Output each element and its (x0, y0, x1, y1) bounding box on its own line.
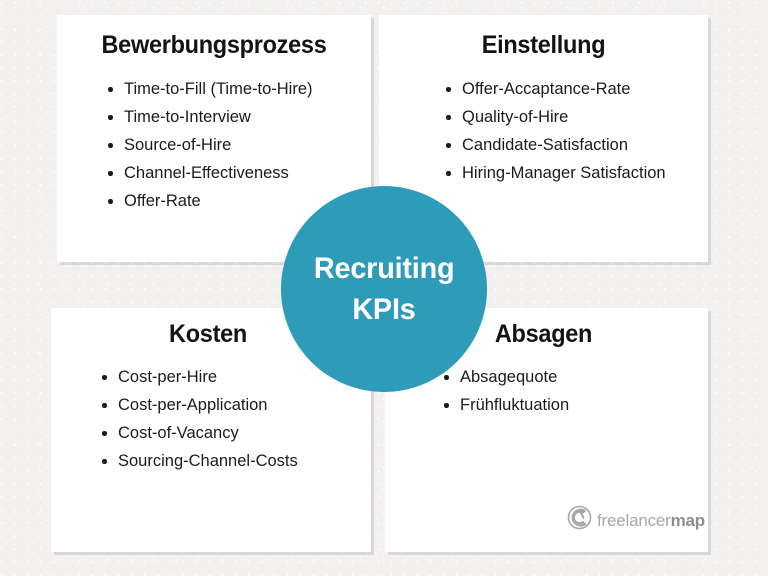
list-item: Time-to-Interview (108, 103, 371, 131)
circle-title-line1: Recruiting (313, 252, 455, 285)
list-item: Time-to-Fill (Time-to-Hire) (108, 75, 371, 103)
list-item: Cost-of-Vacancy (102, 419, 371, 447)
list-item: Source-of-Hire (108, 131, 371, 159)
card-title-kosten: Kosten (169, 320, 247, 348)
list-item: Candidate-Satisfaction (446, 131, 708, 159)
list-item: Cost-per-Application (102, 391, 371, 419)
list-item: Hiring-Manager Satisfaction (446, 159, 708, 187)
card-title-absagen: Absagen (494, 320, 593, 348)
kpi-list-absagen: Absagequote Frühfluktuation (444, 363, 708, 419)
card-bewerbungsprozess: Bewerbungsprozess Time-to-Fill (Time-to-… (57, 15, 371, 262)
list-item: Sourcing-Channel-Costs (102, 447, 371, 475)
kpi-list-bewerbungsprozess: Time-to-Fill (Time-to-Hire) Time-to-Inte… (108, 75, 371, 215)
kpi-list-kosten: Cost-per-Hire Cost-per-Application Cost-… (102, 363, 371, 475)
kpi-list-einstellung: Offer-Accaptance-Rate Quality-of-Hire Ca… (446, 75, 708, 187)
list-item: Offer-Accaptance-Rate (446, 75, 708, 103)
logo-text-regular: freelancer (597, 510, 671, 530)
recruiting-kpis-circle: Recruiting KPIs (281, 186, 487, 392)
list-item: Cost-per-Hire (102, 363, 371, 391)
card-absagen: Absagen Absagequote Frühfluktuation (385, 308, 708, 552)
list-item: Offer-Rate (108, 187, 371, 215)
card-title-bewerbungsprozess: Bewerbungsprozess (101, 31, 327, 59)
freelancermap-swirl-icon (567, 505, 592, 535)
freelancermap-logo: freelancermap (567, 505, 705, 535)
list-item: Quality-of-Hire (446, 103, 708, 131)
logo-text-bold: map (670, 510, 706, 530)
card-title-einstellung: Einstellung (481, 31, 606, 59)
list-item: Absagequote (444, 363, 708, 391)
list-item: Channel-Effectiveness (108, 159, 371, 187)
list-item: Frühfluktuation (444, 391, 708, 419)
circle-title-line2: KPIs (352, 293, 416, 326)
logo-wordmark: freelancermap (597, 512, 705, 529)
